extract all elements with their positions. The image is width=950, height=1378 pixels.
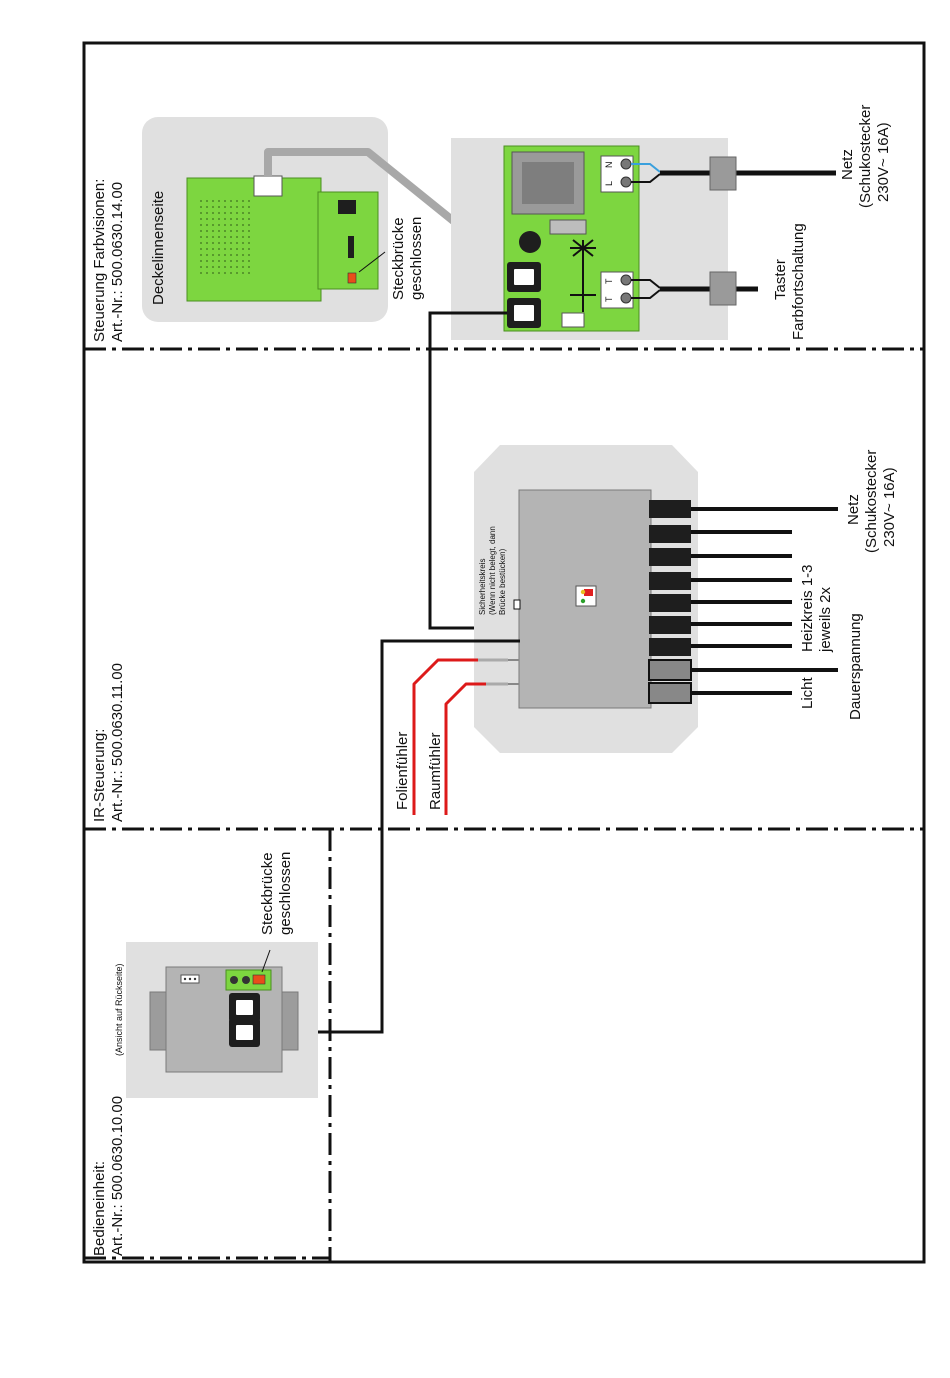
lid-jumper-pointer: [358, 251, 386, 273]
svg-text:Sicherheitskreis: Sicherheitskreis: [478, 559, 487, 615]
svg-text:Steckbrücke: Steckbrücke: [390, 217, 407, 300]
licht-label: Licht: [799, 676, 816, 709]
svg-text:(Schukostecker: (Schukostecker: [857, 105, 874, 208]
terminal-heiz-3: [649, 572, 691, 590]
ir-led-red: [584, 589, 593, 596]
farb-netz-label: Netz (Schukostecker 230V~ 16A): [839, 105, 892, 208]
ir-title: IR-Steuerung:: [91, 729, 108, 822]
ir-led-green: [580, 598, 586, 604]
svg-text:Netz: Netz: [845, 494, 862, 525]
terminal-dauer: [648, 659, 692, 681]
terminal-t1-label: T: [604, 278, 614, 284]
raumfuehler-label: Raumfühler: [427, 732, 444, 810]
terminal-screw-n: [620, 158, 632, 170]
terminal-heiz-5: [649, 616, 691, 634]
svg-text:(Wenn nicht belegt, dann: (Wenn nicht belegt, dann: [488, 526, 497, 615]
section-title-ir: IR-Steuerung: Art.-Nr.: 500.0630.11.00: [91, 663, 126, 822]
netz-wire-black: [631, 173, 661, 183]
lid-ic-chip: [338, 200, 356, 214]
svg-text:Netz: Netz: [839, 149, 856, 180]
lid-connector-strip: [348, 236, 354, 258]
svg-text:jeweils 2x: jeweils 2x: [817, 586, 834, 653]
section-title-bedien: Bedieneinheit: Art.-Nr.: 500.0630.10.00 …: [91, 963, 126, 1256]
folien-sensor-cable: [412, 658, 478, 815]
ir-to-bedien-cable: [264, 639, 520, 1034]
bedien-pin-dots: [183, 977, 197, 981]
terminal-heiz-4: [649, 594, 691, 612]
lid-label: Deckelinnenseite: [150, 191, 167, 305]
netz-strain-relief: [709, 156, 737, 191]
terminal-screw-t2: [620, 292, 632, 304]
svg-text:geschlossen: geschlossen: [277, 852, 294, 935]
lid-jumper: [347, 272, 357, 284]
ir-led-yellow: [580, 589, 586, 595]
bedien-jumper-label: Steckbrücke geschlossen: [259, 852, 294, 935]
dauerspannung-label: Dauerspannung: [847, 613, 864, 720]
transformer-inner: [522, 162, 574, 204]
bedien-art: Art.-Nr.: 500.0630.10.00: [109, 1096, 126, 1256]
heizkreis-label: Heizkreis 1-3 jeweils 2x: [799, 564, 834, 653]
section-title-farbvisionen: Steuerung Farbvisionen: Art.-Nr.: 500.06…: [91, 179, 126, 342]
folienfuehler-label: Folienfühler: [394, 732, 411, 810]
ir-art: Art.-Nr.: 500.0630.11.00: [109, 663, 126, 822]
safety-circuit-label: Sicherheitskreis (Wenn nicht belegt, dan…: [478, 526, 507, 615]
terminal-screw-l: [620, 176, 632, 188]
terminal-heiz-1: [649, 525, 691, 543]
svg-text:Steckbrücke: Steckbrücke: [259, 852, 276, 935]
terminal-n-label: N: [604, 162, 614, 169]
terminal-licht: [648, 682, 692, 704]
lid-pcb-pin-grid: [196, 196, 252, 276]
terminal-netz: [649, 500, 691, 518]
bedien-mount-bottom: [281, 991, 299, 1051]
farb-rj-jack-2-hole: [512, 303, 536, 323]
farb-rj-jack-1-hole: [512, 267, 536, 287]
terminal-heiz-2: [649, 548, 691, 566]
farb-art: Art.-Nr.: 500.0630.14.00: [109, 182, 126, 342]
bridge-component: [570, 239, 596, 312]
capacitor: [519, 231, 541, 253]
netz-wire-blue: [631, 163, 661, 173]
bedien-title: Bedieneinheit:: [91, 1161, 108, 1256]
bedien-jumper-pointer: [261, 949, 271, 973]
bedien-pcb-screw-1: [230, 976, 238, 984]
raum-sensor-cable: [444, 682, 486, 815]
lid-jumper-label: Steckbrücke geschlossen: [390, 217, 425, 300]
svg-text:geschlossen: geschlossen: [408, 217, 425, 300]
lid-cable-plug: [253, 175, 283, 197]
taster-wire-1: [631, 279, 661, 289]
terminal-t2-label: T: [604, 296, 614, 302]
bedien-mount-top: [149, 991, 167, 1051]
svg-text:230V~ 16A): 230V~ 16A): [881, 467, 898, 547]
terminal-screw-t1: [620, 274, 632, 286]
terminal-heiz-6: [649, 638, 691, 656]
bedien-pcb-screw-2: [242, 976, 250, 984]
svg-text:Heizkreis 1-3: Heizkreis 1-3: [799, 564, 816, 652]
farb-cable-socket: [561, 312, 585, 328]
svg-text:Taster: Taster: [772, 259, 789, 300]
taster-wire-2: [631, 289, 661, 299]
ir-netz-label: Netz (Schukostecker 230V~ 16A): [845, 450, 898, 553]
farb-title: Steuerung Farbvisionen:: [91, 179, 108, 342]
safety-connector: [513, 599, 521, 610]
bedien-rj-jack-2-hole: [234, 1023, 255, 1042]
svg-text:Brücke bestücken): Brücke bestücken): [498, 548, 507, 615]
terminal-l-label: L: [604, 181, 614, 186]
bedien-note: (Ansicht auf Rückseite): [114, 963, 124, 1056]
relay: [549, 219, 587, 235]
bedien-rj-jack-1-hole: [234, 998, 255, 1017]
svg-text:(Schukostecker: (Schukostecker: [863, 450, 880, 553]
taster-strain-relief: [709, 271, 737, 306]
taster-label: Taster Farbfortschaltung: [772, 223, 807, 340]
bedien-jumper: [252, 974, 266, 985]
svg-text:230V~ 16A): 230V~ 16A): [875, 122, 892, 202]
svg-text:Farbfortschaltung: Farbfortschaltung: [790, 223, 807, 340]
